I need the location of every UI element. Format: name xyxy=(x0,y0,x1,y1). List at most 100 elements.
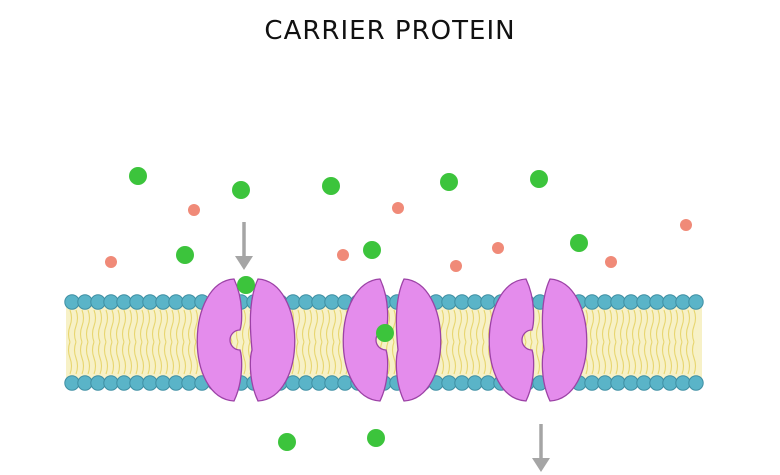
lipid-tail xyxy=(103,341,109,375)
lipid-tail xyxy=(313,309,319,343)
lipid-tail xyxy=(391,341,397,375)
lipid-tail xyxy=(679,341,685,375)
lipid-tail xyxy=(175,309,181,343)
solute-molecule-large xyxy=(363,241,381,259)
lipid-tail xyxy=(181,309,187,343)
solute-molecule-large xyxy=(367,429,385,447)
phospholipid-head xyxy=(142,375,158,391)
lipid-tail xyxy=(475,309,481,343)
phospholipid-head xyxy=(597,294,613,310)
phospholipid-head xyxy=(155,294,171,310)
phospholipid-head xyxy=(610,375,626,391)
lipid-tail xyxy=(241,309,247,343)
lipid-tail xyxy=(325,309,331,343)
lipid-tail xyxy=(457,341,463,375)
phospholipid-head xyxy=(649,375,665,391)
phospholipid-head xyxy=(103,294,119,310)
lipid-tail xyxy=(655,309,661,343)
lipid-tail xyxy=(307,341,313,375)
phospholipid-head xyxy=(64,375,80,391)
lipid-tail xyxy=(535,309,541,343)
lipid-tail xyxy=(445,309,451,343)
lipid-tail xyxy=(79,309,85,343)
phospholipid-head xyxy=(116,294,132,310)
lipid-tail xyxy=(655,341,661,375)
phospholipid-head xyxy=(480,294,496,310)
phospholipid-head xyxy=(675,294,691,310)
phospholipid-head xyxy=(584,375,600,391)
solute-molecule-small xyxy=(105,256,117,268)
solute-molecule-small xyxy=(392,202,404,214)
transport-arrows xyxy=(235,222,550,472)
phospholipid-head xyxy=(467,375,483,391)
lipid-tail xyxy=(67,309,73,343)
lipid-tail xyxy=(133,341,139,375)
phospholipid-head xyxy=(467,294,483,310)
transport-arrow xyxy=(532,424,550,472)
solute-molecule-small xyxy=(450,260,462,272)
solute-molecule-large xyxy=(232,181,250,199)
lipid-tail xyxy=(685,309,691,343)
lipid-tail xyxy=(337,341,343,375)
lipid-tail xyxy=(307,309,313,343)
lipid-tail xyxy=(469,341,475,375)
lipid-tail xyxy=(601,309,607,343)
lipid-tail xyxy=(301,341,307,375)
lipid-tail xyxy=(295,309,301,343)
lipid-tail xyxy=(631,309,637,343)
phospholipid-head xyxy=(688,294,704,310)
lipid-tail xyxy=(133,309,139,343)
phospholipid-head xyxy=(168,294,184,310)
lipid-tail xyxy=(109,341,115,375)
phospholipid-head xyxy=(64,294,80,310)
lipid-tail xyxy=(673,309,679,343)
lipid-tail xyxy=(469,309,475,343)
lipid-tail xyxy=(625,341,631,375)
lipid-tail xyxy=(295,341,301,375)
lipid-tail xyxy=(67,341,73,375)
carrier-protein-right-half xyxy=(541,278,588,402)
lipid-tail xyxy=(691,309,697,343)
lipid-tail xyxy=(319,341,325,375)
lipid-tail xyxy=(643,309,649,343)
lipid-tail xyxy=(139,309,145,343)
lipid-tail xyxy=(121,309,127,343)
lipid-tail xyxy=(445,341,451,375)
lipid-tail xyxy=(625,309,631,343)
solute-molecule-large xyxy=(530,170,548,188)
lipid-tail xyxy=(619,341,625,375)
lipid-tail xyxy=(619,309,625,343)
phospholipid-head xyxy=(480,375,496,391)
phospholipid-head xyxy=(636,294,652,310)
lipid-tail xyxy=(589,309,595,343)
lipid-tail xyxy=(595,309,601,343)
solute-molecule-small xyxy=(680,219,692,231)
lipid-tail xyxy=(457,309,463,343)
lipid-tail xyxy=(481,341,487,375)
phospholipid-head xyxy=(77,294,93,310)
lipid-tail xyxy=(589,341,595,375)
lipid-tail xyxy=(73,341,79,375)
lipid-tail xyxy=(661,341,667,375)
lipid-tail xyxy=(145,309,151,343)
lipid-tail xyxy=(121,341,127,375)
phospholipid-head xyxy=(636,375,652,391)
lipid-tail xyxy=(193,341,199,375)
lipid-tail xyxy=(691,341,697,375)
lipid-tail xyxy=(607,341,613,375)
phospholipid-head xyxy=(649,294,665,310)
lipid-tail xyxy=(613,341,619,375)
phospholipid-head xyxy=(311,375,327,391)
lipid-tail xyxy=(631,341,637,375)
phospholipid-head xyxy=(454,294,470,310)
lipid-tail xyxy=(613,309,619,343)
phospholipid-head xyxy=(662,375,678,391)
lipid-tail xyxy=(163,341,169,375)
phospholipid-head xyxy=(623,375,639,391)
lipid-tail xyxy=(319,309,325,343)
lipid-tail xyxy=(151,309,157,343)
carrier-protein-right-half xyxy=(395,278,442,402)
lipid-tail xyxy=(661,309,667,343)
lipid-tail xyxy=(97,309,103,343)
